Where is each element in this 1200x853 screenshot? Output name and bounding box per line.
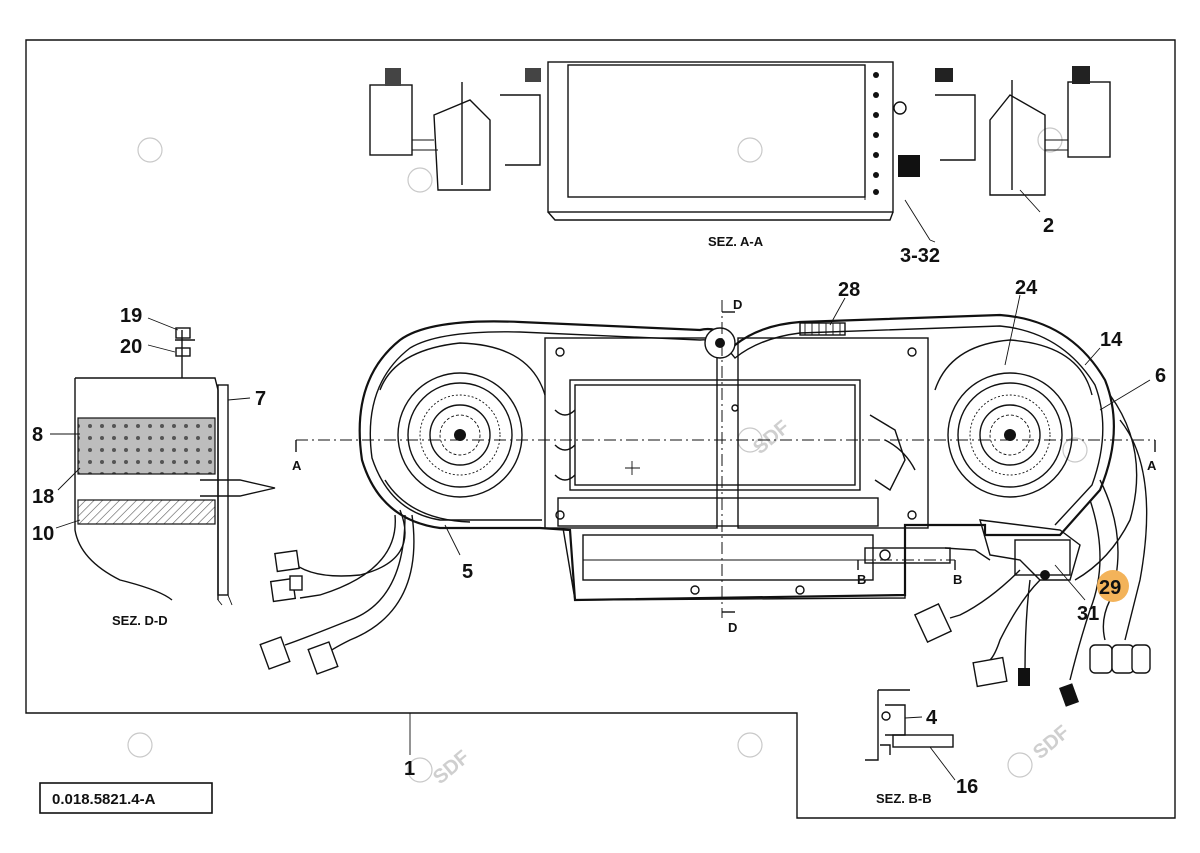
callout-18: 18 <box>32 486 54 508</box>
callout-6: 6 <box>1155 365 1166 387</box>
main-assembly <box>259 313 1151 707</box>
section-lines <box>295 300 1156 618</box>
drawing-code: 0.018.5821.4-A <box>52 791 156 808</box>
section-mark-b-left: B <box>857 572 866 587</box>
callout-1: 1 <box>404 758 415 780</box>
watermark-logos: SDF SDF SDF SDF <box>127 127 1088 789</box>
leader-lines <box>50 189 1151 781</box>
callout-highlight <box>1097 570 1129 602</box>
radiator-dots <box>873 72 879 195</box>
section-mark-a-left: A <box>292 458 302 473</box>
callout-2: 2 <box>1043 215 1054 237</box>
section-label-aa: SEZ. A-A <box>708 234 764 249</box>
section-mark-d-bottom: D <box>728 620 737 635</box>
section-aa-view: SEZ. A-A <box>369 61 1111 249</box>
section-mark-a-right: A <box>1147 458 1157 473</box>
drawing-frame <box>25 39 1176 819</box>
section-label-bb: SEZ. B-B <box>876 791 932 806</box>
watermark-text: SDF <box>749 416 794 459</box>
callout-5: 5 <box>462 561 473 583</box>
callout-19: 19 <box>120 305 142 327</box>
section-bb-view: SEZ. B-B <box>865 689 954 806</box>
section-label-dd: SEZ. D-D <box>112 613 168 628</box>
callout-10: 10 <box>32 523 54 545</box>
section-mark-d-top: D <box>733 297 742 312</box>
drawing-code-box <box>39 782 213 814</box>
callout-3-32: 3-32 <box>900 245 940 267</box>
callout-28: 28 <box>838 279 860 301</box>
section-mark-b-right: B <box>953 572 962 587</box>
callout-4: 4 <box>926 707 938 729</box>
callout-20: 20 <box>120 336 142 358</box>
callout-24: 24 <box>1015 277 1038 299</box>
watermark-text: SDF <box>429 746 474 789</box>
callout-8: 8 <box>32 424 43 446</box>
watermark-text: SDF <box>1029 721 1074 764</box>
callout-16: 16 <box>956 776 978 798</box>
section-dd-view: SEZ. D-D <box>74 327 276 628</box>
callout-14: 14 <box>1100 329 1123 351</box>
callout-7: 7 <box>255 388 266 410</box>
callout-31: 31 <box>1077 603 1099 625</box>
callout-29: 29 <box>1099 577 1121 599</box>
